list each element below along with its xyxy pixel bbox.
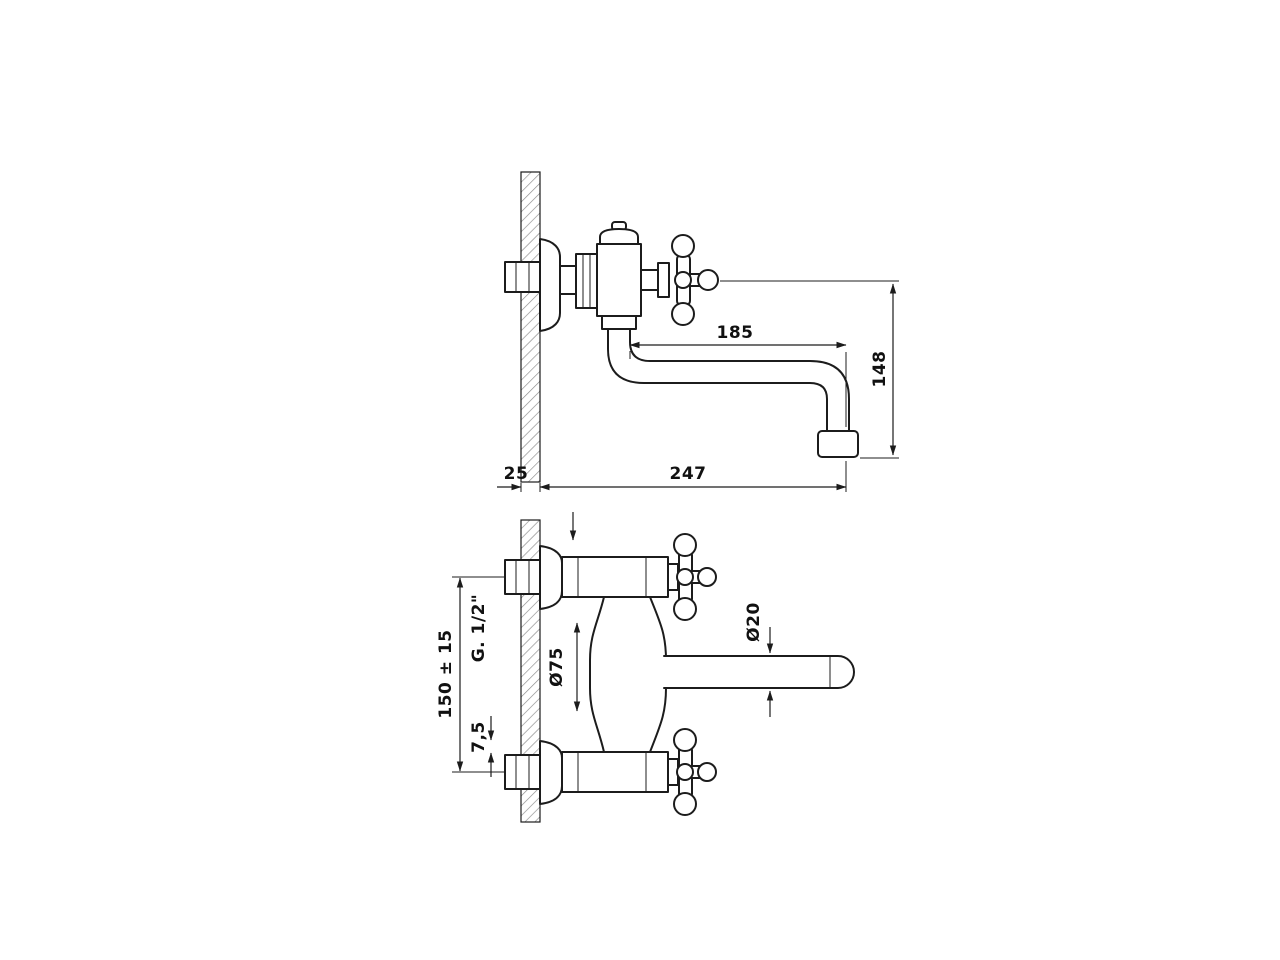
dim-inlet-spacing: 150 ± 15 <box>436 576 504 773</box>
dim-spacing-label: 150 ± 15 <box>436 629 456 718</box>
handle-ball-bottom <box>671 302 695 326</box>
cross-handle-side <box>640 234 719 326</box>
handle-ball-top <box>673 728 697 752</box>
handle-ball-top <box>673 533 697 557</box>
union-nut <box>575 253 598 309</box>
handle-ball-right <box>697 762 717 782</box>
body-cap <box>599 228 639 247</box>
wall-section-side <box>520 171 541 483</box>
handle-flange <box>657 262 670 298</box>
spout-tube <box>607 327 850 432</box>
side-view: 185 148 25 247 <box>497 171 899 492</box>
dim-flange-diameter: Ø75 <box>547 622 581 712</box>
handle-stem <box>640 269 659 291</box>
escutcheon-outline <box>539 238 561 332</box>
escutcheon-side <box>539 238 561 332</box>
escutcheon <box>539 545 563 610</box>
body-block <box>596 243 642 317</box>
dim-drop-label: 148 <box>870 351 890 388</box>
handle-ball-bottom <box>673 597 697 621</box>
handle-hub <box>674 271 692 289</box>
dim-offset-label: 7,5 <box>469 721 489 753</box>
thread-size-label: G. 1/2" <box>469 594 489 663</box>
handle-ball-right <box>697 269 719 291</box>
fitting-body <box>504 261 541 293</box>
neck <box>559 265 577 295</box>
dim-wall-thickness: 25 <box>497 464 528 492</box>
escutcheon <box>539 740 563 805</box>
handle-hub <box>676 568 694 586</box>
inlet-arm <box>561 556 669 598</box>
spout-outlet-cap <box>817 430 859 458</box>
dim-total-label: 247 <box>670 464 707 484</box>
spout-collar <box>601 315 637 330</box>
handle-ball-top <box>671 234 695 258</box>
dim-flange-label: Ø75 <box>547 647 567 687</box>
union-nut-side <box>559 253 598 309</box>
body-outline <box>589 596 667 753</box>
dim-reach-label: 185 <box>717 323 754 343</box>
hex-nut <box>504 754 541 790</box>
wall-section-front <box>520 519 541 823</box>
handle-ball-right <box>697 567 717 587</box>
spout-tube <box>663 655 855 689</box>
dim-offset: 7,5 <box>469 716 495 777</box>
dim-spout-diameter: Ø20 <box>744 602 774 717</box>
dim-total-depth: 247 <box>539 461 847 492</box>
dim-spout-label: Ø20 <box>744 602 764 642</box>
wall-hatch <box>520 171 541 483</box>
wall-hatch <box>520 519 541 823</box>
spout-side <box>601 315 859 458</box>
cross-handle-cold <box>667 728 717 816</box>
dim-thread-label: G. 1/2" <box>469 594 489 663</box>
handle-hub <box>676 763 694 781</box>
hot-inlet <box>504 545 669 610</box>
spout-front <box>663 655 855 689</box>
faucet-body-front <box>589 596 667 753</box>
handle-ball-bottom <box>673 792 697 816</box>
cross-handle-hot <box>667 533 717 621</box>
hex-nut <box>504 559 541 595</box>
dim-drop: 148 <box>720 280 899 459</box>
supply-fitting-side <box>504 261 541 293</box>
front-view: 150 ± 15 G. 1/2" 7,5 Ø75 Ø20 <box>436 512 855 823</box>
dim-wall-label: 25 <box>504 464 529 484</box>
dim-reach: 185 <box>629 323 847 427</box>
valve-body-side <box>596 221 642 317</box>
